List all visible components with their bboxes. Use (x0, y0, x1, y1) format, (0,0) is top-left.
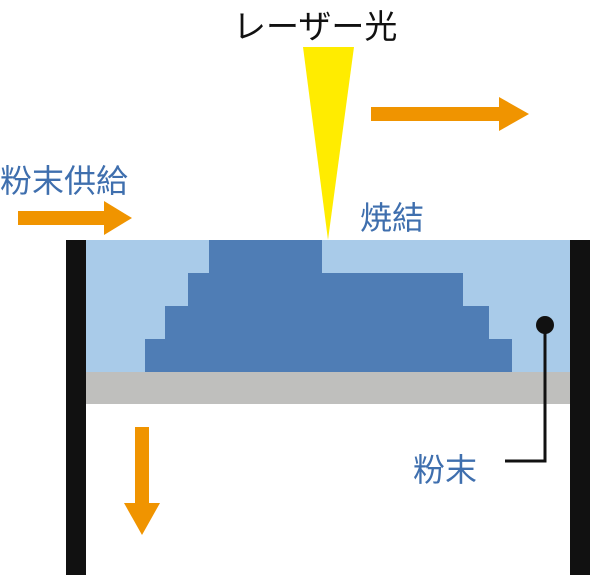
powder-supply-arrow-icon (18, 201, 132, 235)
powder-label: 粉末 (413, 451, 478, 489)
sintering-label: 焼結 (360, 199, 425, 237)
left-wall (66, 240, 86, 575)
laser-label: レーザー光 (233, 7, 398, 46)
sintered-part (145, 240, 512, 372)
laser-beam-icon (303, 47, 354, 240)
platform-down-arrow-icon (124, 427, 160, 535)
powder-leader-line (505, 325, 547, 463)
right-wall (570, 240, 590, 575)
powder-supply-label: 粉末供給 (0, 162, 129, 200)
build-platform (86, 372, 570, 404)
laser-move-arrow-icon (371, 97, 529, 131)
